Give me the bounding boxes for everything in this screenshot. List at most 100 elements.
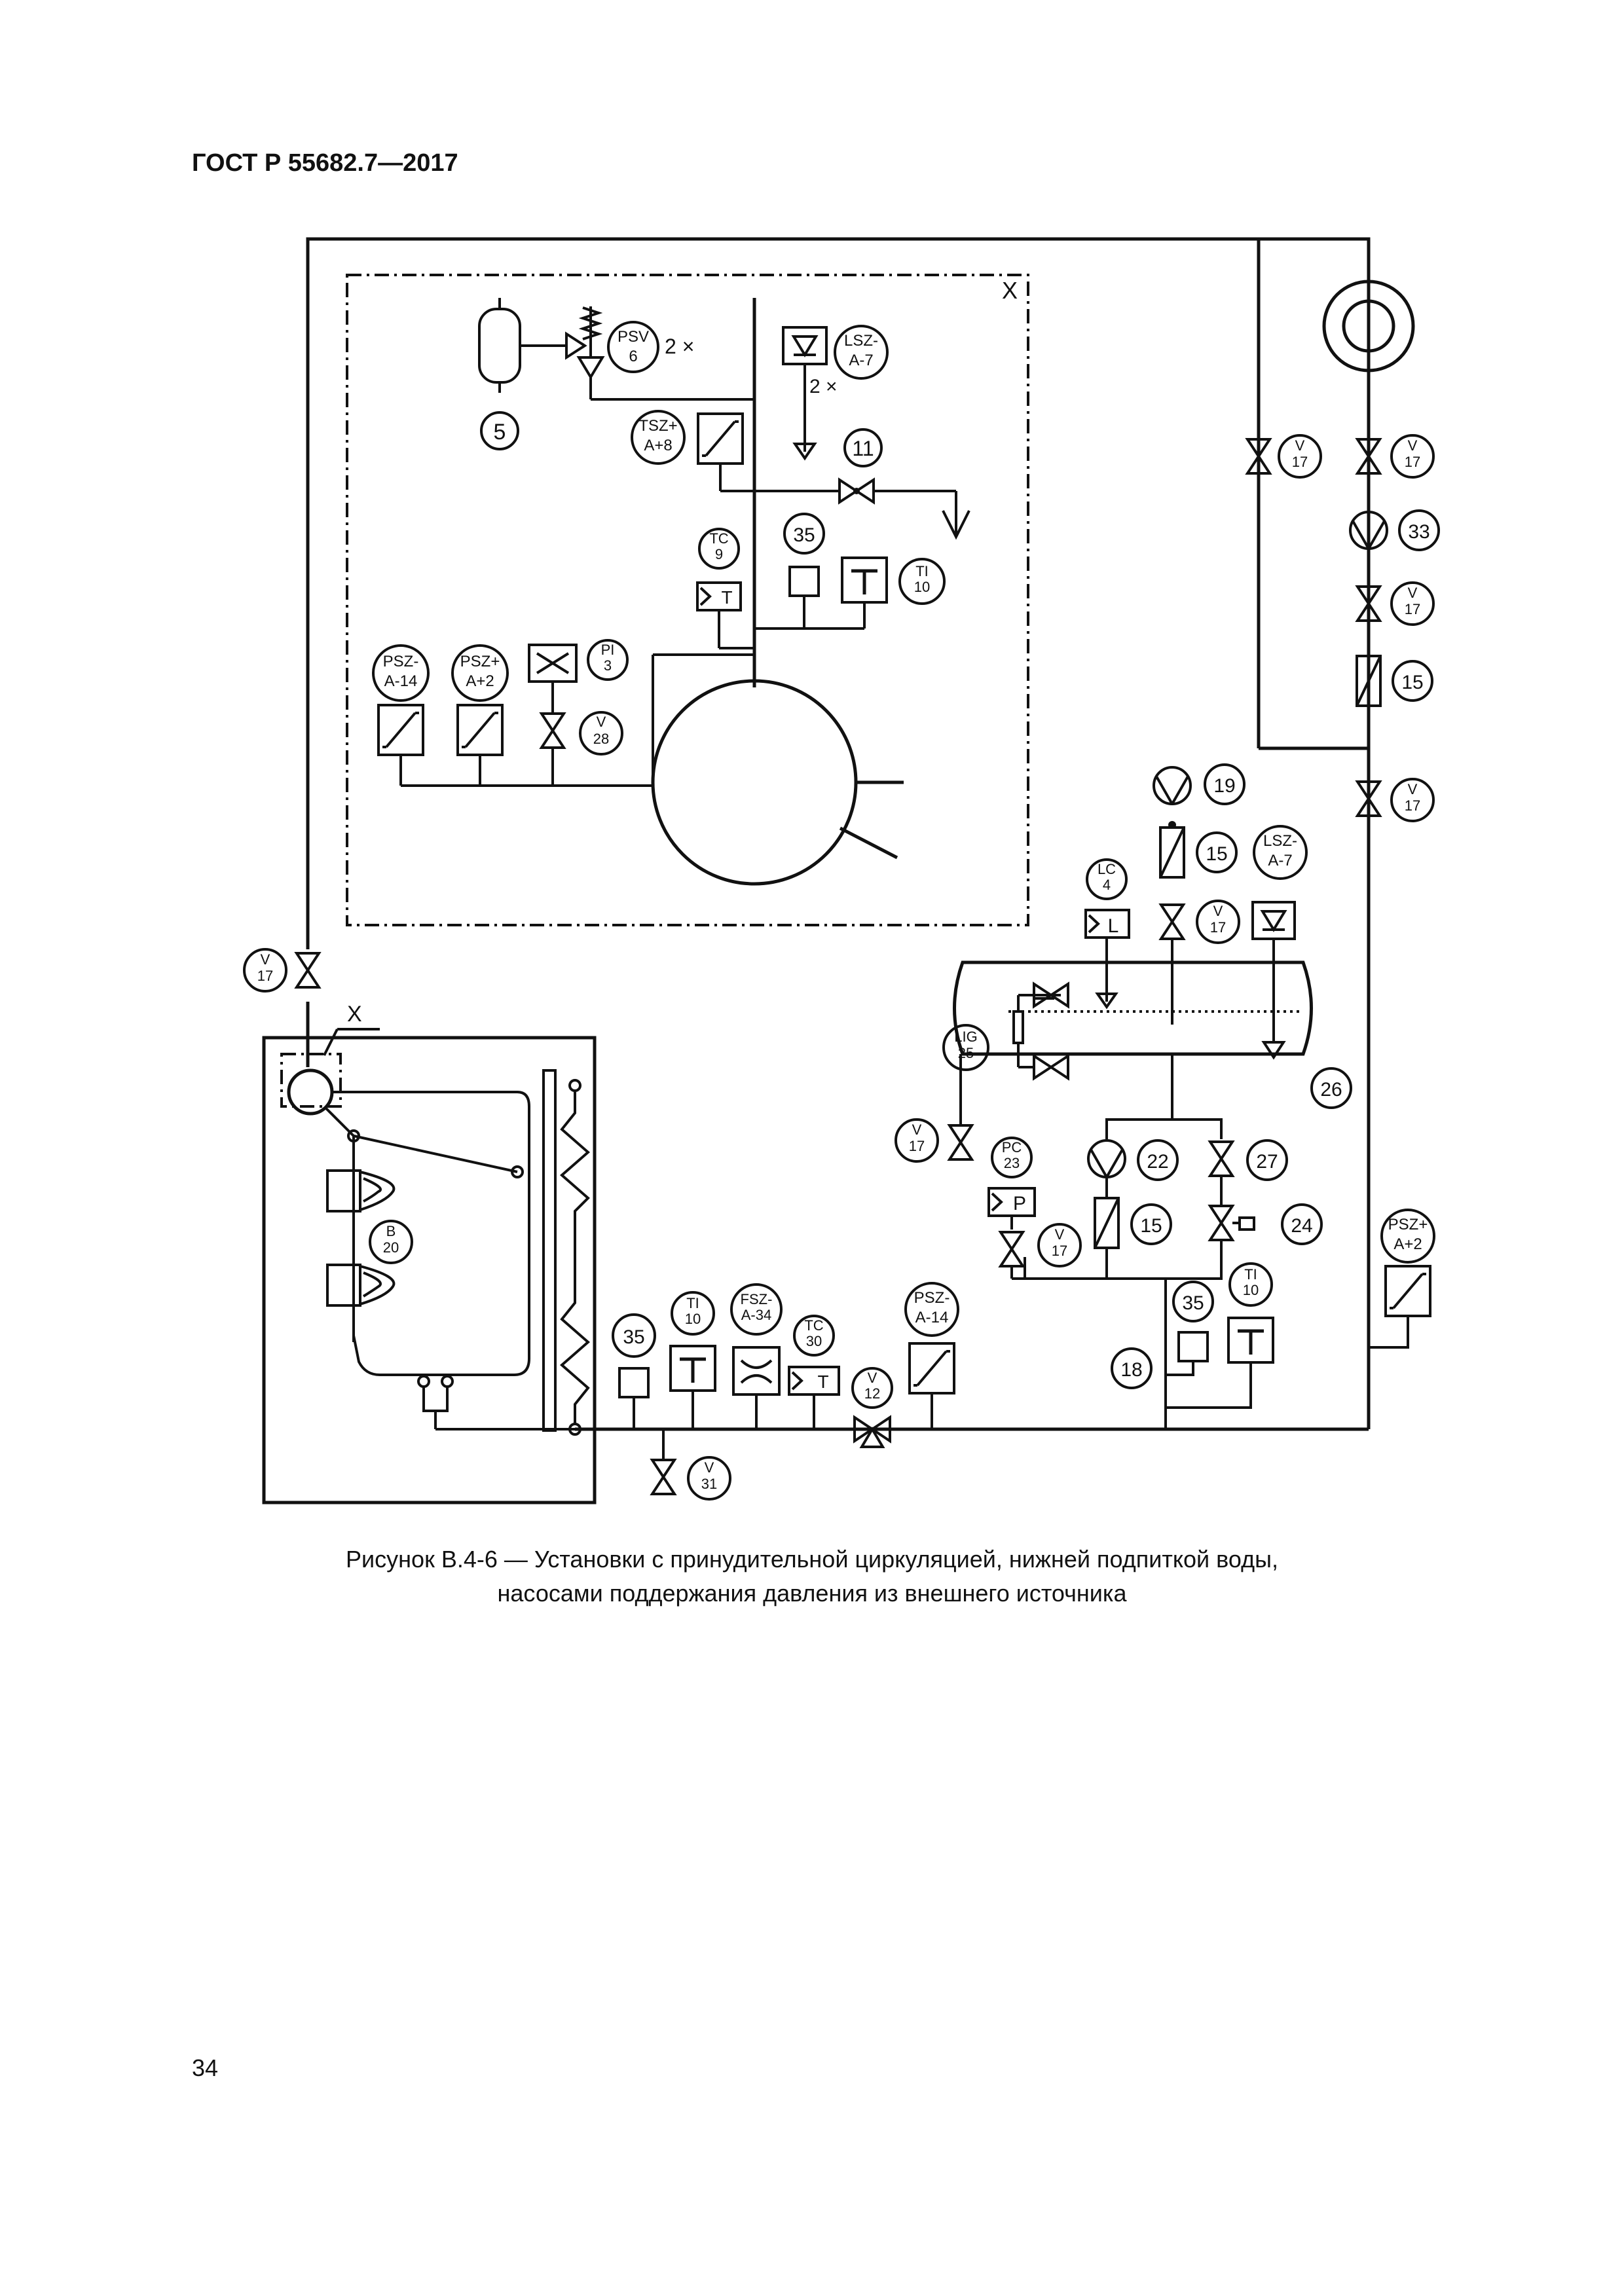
valve-27[interactable] bbox=[1209, 1140, 1234, 1177]
psz2-tag-top: PSZ+ bbox=[460, 653, 500, 670]
label-19: 19 bbox=[1213, 775, 1235, 797]
label-35-right: 35 bbox=[1182, 1292, 1204, 1314]
psz2-tag-right: PSZ+ bbox=[1388, 1216, 1428, 1233]
b20-tag: B bbox=[386, 1223, 396, 1239]
svg-text:V: V bbox=[1408, 781, 1418, 797]
label-15-mid: 15 bbox=[1206, 843, 1227, 865]
ti10-bottom bbox=[671, 1346, 715, 1391]
page-number: 34 bbox=[192, 2054, 219, 2081]
pc23-tag: PC bbox=[1002, 1139, 1022, 1156]
label-15-top: 15 bbox=[1401, 672, 1423, 693]
pressure-tank-26 bbox=[953, 960, 1313, 1056]
v17-left-num: 17 bbox=[257, 968, 273, 984]
boundary-x bbox=[346, 274, 1029, 926]
v17-left-tag: V bbox=[261, 951, 270, 968]
tc30-box-letter: T bbox=[817, 1372, 828, 1392]
label-15-low: 15 bbox=[1140, 1215, 1162, 1237]
valve-v17-mid[interactable] bbox=[1160, 903, 1185, 940]
lsz7-num-mid: A-7 bbox=[1268, 852, 1292, 869]
psz14-switch-top bbox=[377, 704, 424, 756]
v17-labels: V 17 V 17 V 17 V 17 bbox=[1278, 434, 1435, 822]
fsz34-num: A-34 bbox=[741, 1307, 771, 1323]
psv-num: 6 bbox=[629, 348, 637, 365]
valve-24[interactable] bbox=[1209, 1205, 1234, 1241]
v28-tag: V bbox=[597, 714, 606, 730]
caption-line-2: насосами поддержания давления из внешнег… bbox=[497, 1580, 1127, 1607]
filter-15-mid bbox=[1159, 826, 1185, 879]
pump-22 bbox=[1087, 1139, 1126, 1178]
label-18: 18 bbox=[1120, 1359, 1142, 1381]
filter-15-low bbox=[1094, 1197, 1120, 1249]
valve-v17-pc[interactable] bbox=[999, 1231, 1024, 1267]
lsz-num: A-7 bbox=[849, 352, 873, 369]
v17-mid-tag: V bbox=[1213, 903, 1223, 919]
svg-text:17: 17 bbox=[1292, 454, 1308, 470]
label-26: 26 bbox=[1320, 1079, 1342, 1101]
label-22: 22 bbox=[1147, 1151, 1168, 1173]
ti10-top bbox=[842, 558, 887, 602]
v28-num: 28 bbox=[593, 731, 609, 747]
tsz-tag: TSZ+ bbox=[638, 417, 677, 435]
v12-tag: V bbox=[868, 1370, 877, 1386]
valve-v28[interactable] bbox=[540, 712, 565, 749]
pi3-num: 3 bbox=[604, 657, 612, 674]
boundary-x-label: X bbox=[1002, 277, 1018, 304]
svg-text:V: V bbox=[1408, 437, 1418, 454]
pump-19 bbox=[1153, 766, 1192, 805]
label-24: 24 bbox=[1291, 1215, 1312, 1237]
psv-tag: PSV bbox=[618, 328, 649, 346]
lc4-box-letter: L bbox=[1108, 915, 1119, 937]
valve-v17-left[interactable] bbox=[295, 952, 320, 989]
ti10-num: 10 bbox=[914, 579, 930, 595]
v31-num: 31 bbox=[701, 1476, 717, 1492]
ti10-tag: TI bbox=[915, 563, 929, 579]
label-5: 5 bbox=[494, 420, 506, 445]
boundary-x2-label: X bbox=[347, 1002, 362, 1027]
tc9-box-letter: T bbox=[721, 587, 732, 608]
lsz-box bbox=[782, 326, 828, 365]
lsz-tag: LSZ- bbox=[844, 332, 878, 350]
tc9-tag: TC bbox=[709, 530, 728, 547]
multiplier-psv: 2 × bbox=[665, 335, 694, 358]
v17-pc-num: 17 bbox=[1052, 1243, 1067, 1259]
lc4-num: 4 bbox=[1103, 877, 1111, 893]
svg-text:17: 17 bbox=[1405, 797, 1420, 814]
v31-tag: V bbox=[705, 1459, 714, 1476]
label-33: 33 bbox=[1408, 521, 1430, 543]
svg-text:V: V bbox=[1408, 585, 1418, 601]
psz14-num-bottom: A-14 bbox=[915, 1309, 949, 1326]
lsz7-mid-box bbox=[1251, 901, 1296, 940]
lsz7-tag-mid: LSZ- bbox=[1263, 832, 1297, 850]
safety-valve-psv bbox=[565, 306, 754, 401]
psz2-num-right: A+2 bbox=[1393, 1235, 1422, 1253]
tsz-switch bbox=[697, 412, 744, 465]
psz14-tag-bottom: PSZ- bbox=[914, 1289, 950, 1307]
lig25-tag: LIG bbox=[954, 1029, 977, 1045]
valve-v31[interactable] bbox=[651, 1459, 676, 1495]
document-header: ГОСТ Р 55682.7—2017 bbox=[192, 149, 458, 177]
v17-pc-tag: V bbox=[1055, 1226, 1065, 1243]
tc9-num: 9 bbox=[715, 546, 723, 562]
v17-tank-tag: V bbox=[912, 1121, 922, 1138]
multiplier-lsz: 2 × bbox=[809, 376, 838, 397]
svg-text:17: 17 bbox=[1405, 454, 1420, 470]
heat-generator-block bbox=[262, 1036, 597, 1504]
svg-text:V: V bbox=[1295, 437, 1305, 454]
expansion-vessel-5 bbox=[478, 298, 566, 393]
psz14-num-top: A-14 bbox=[384, 672, 418, 690]
v17-mid-num: 17 bbox=[1210, 919, 1226, 936]
svg-text:17: 17 bbox=[1405, 601, 1420, 617]
pc23-num: 23 bbox=[1004, 1155, 1020, 1171]
tc30-tag: TC bbox=[804, 1317, 823, 1334]
ti10-bottom-num: 10 bbox=[685, 1311, 701, 1327]
label-11: 11 bbox=[852, 437, 874, 460]
figure-caption: Рисунок В.4-6 — Установки с принудительн… bbox=[196, 1542, 1428, 1611]
b20-num: 20 bbox=[383, 1239, 399, 1256]
valve-v17-tank[interactable] bbox=[948, 1124, 973, 1161]
label-35-bottom: 35 bbox=[623, 1326, 644, 1348]
fsz34-tag: FSZ- bbox=[741, 1291, 773, 1307]
tank-valve-bottom[interactable] bbox=[1033, 1055, 1069, 1080]
ti10-bottom-tag: TI bbox=[686, 1295, 699, 1311]
label-35-top: 35 bbox=[793, 524, 815, 546]
